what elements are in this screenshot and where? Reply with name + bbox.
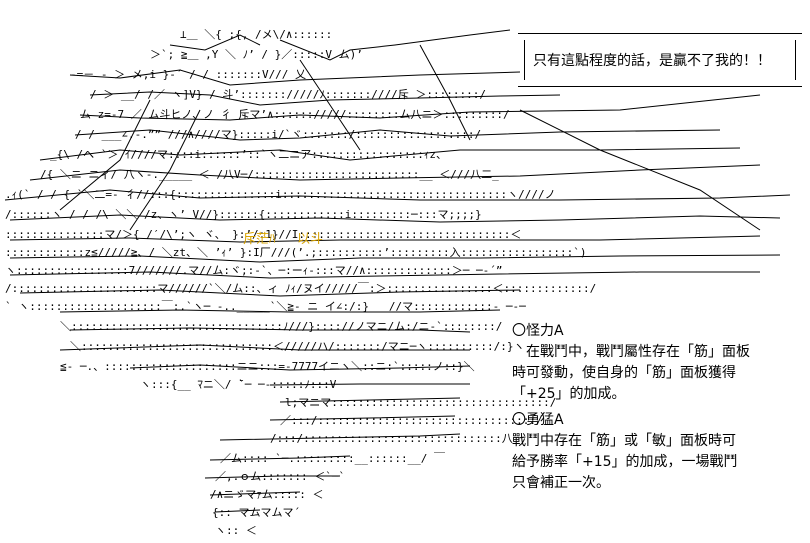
svg-text:/ ＞ __/ /／ ヽ]V} / 斗’:::::::///: / ＞ __/ /／ ヽ]V} / 斗’::::::://///ﾉ:::::::…: [90, 88, 486, 101]
svg-text:l;マニマ:::::::::::::::::::::::::: l;マニマ:::::::::::::::::::::::::::::::::/: [285, 396, 556, 409]
svg-text:ム z=-7 ／ ム斗ヒノ、ノ 彳 斥マ’∧:::::://: ム z=-7 ／ ム斗ヒノ、ノ 彳 斥マ’∧:::::://///:::::::…: [80, 108, 510, 121]
svg-text:.ｨ(` / / { `＼二=- 彳//:::{::::::: .ｨ(` / / { `＼二=- 彳//:::{:::::::::::::::i…: [5, 188, 556, 201]
svg-text:` ヽ::::::::::::::::::::￣:.`ヽ─: ` ヽ::::::::::::::::::::￣:.`ヽ─ -.._____`＼…: [5, 299, 526, 313]
skill-block-strength: 〇怪力A 在戰鬥中，戰鬥屬性存在「筋」面板 時可發動，使自身的「筋」面板獲得 「…: [512, 321, 750, 405]
skill-line: 「+25」的加成。: [512, 386, 626, 402]
svg-text:＼:::::::::::::::::::::::::::::: ＼:::::::::::::::::::::::::::::＜/////ハ/::…: [70, 340, 525, 353]
svg-text:::::::::::::z≦/////≧、/ ＼zt、＼ ’: ::::::::::::z≦/////≧、/ ＼zt、＼ ’ｨ’ }:I厂///…: [5, 246, 586, 259]
stamp-left: 斥茫ﾊ: [243, 232, 276, 247]
svg-text:_{\ /へ `＞ ｲ////マ::::i::::::’::: _{\ /へ `＞ ｲ////マ::::i::::::’::`ヽ二ニア:::::…: [50, 148, 447, 161]
svg-text:/::::::::::::::::::::::マ//////: /::::::::::::::::::::::マ//////`＼/ム::、ィ ﾉ…: [5, 281, 596, 295]
svg-text:／ム:::: `─.:::::::::__::::::__/: ／ム:::: `─.:::::::::__::::::__/ ￣: [220, 451, 445, 465]
svg-text:/:::/:::::::::::::::::::::::::: /:::/::::::::::::::::::::::::::::::八: [270, 432, 513, 445]
svg-text:ヽ:::::::::::::::::7///////.マ//: ヽ:::::::::::::::::7///////.マ//ム:ヾ;:-`、─:…: [5, 264, 502, 277]
skill-title: 〇怪力A: [512, 323, 564, 339]
svg-text:/::::::ヽ / / /\ ＼＼ /z、ヽ’ V//}:: /::::::ヽ / / /\ ＼＼ /z、ヽ’ V//}::::::{::::…: [5, 208, 482, 221]
skill-line: 時可發動，使自身的「筋」面板獲得: [512, 365, 736, 381]
svg-text:/{ ＼ニ ニィ/ 八ヽ-._____ ＜ /八V─/:::: /{ ＼ニ ニィ/ 八ヽ-._____ ＜ /八V─/:::::::::::::…: [40, 168, 499, 181]
speech-text: 只有這點程度的話，是贏不了我的！！: [533, 53, 771, 69]
svg-text:ヽ:: ＜: ヽ:: ＜: [215, 524, 257, 537]
skill-line: 戰鬥中存在「筋」或「敏」面板時可: [512, 433, 736, 449]
skill-block-bravery: 〇勇猛A 戰鬥中存在「筋」或「敏」面板時可 給予勝率「+15」的加成，一場戰鬥 …: [512, 410, 738, 494]
svg-text:／:::/:::::::::::::::::::::::::: ／:::/:::::::::::::::::::::::::::::::::/: [280, 414, 543, 427]
skill-line: 只會補正一次。: [512, 475, 610, 491]
speech-bubble: [518, 33, 802, 87]
svg-text:ヽ:::{__ ﾏニ＼/ ̄`─ ─-:::::ﾉ:::V: ヽ:::{__ ﾏニ＼/ ̄`─ ─-:::::ﾉ:::V: [140, 378, 337, 391]
svg-text:/ / ___∠.-.”” ///∧////マ}:::::i: / / ___∠.-.”” ///∧////マ}:::::i/`ヾ:::::::…: [75, 128, 481, 141]
svg-text:＞`; ≧＿ ,Y ＼ ﾉ’ / }／:::::V ム)’: ＞`; ≧＿ ,Y ＼ ﾉ’ / }／:::::V ム)’: [150, 48, 363, 61]
svg-text:/∧ニゞマｧム::::: ＜: /∧ニゞマｧム::::: ＜: [210, 488, 323, 501]
stamp-right: 以斗: [297, 232, 324, 247]
svg-text:-=－ - ＞ メ,i }-´ / / :::::::V//: -=－ - ＞ メ,i }-´ / / :::::::V/// 乂: [70, 68, 306, 81]
skill-title: 〇勇猛A: [512, 412, 564, 428]
skill-line: 在戰鬥中，戰鬥屬性存在「筋」面板: [512, 344, 750, 360]
skill-line: 給予勝率「+15」的加成，一場戰鬥: [512, 454, 738, 470]
svg-text::::::::::::::::マ/＞{ /′/\’;ヽ ヾ、: :::::::::::::::マ/＞{ /′/\’;ヽ ヾ、 }:’/:1}//…: [5, 228, 535, 241]
svg-text:{:: マムマムマ´: {:: マムマムマ´: [212, 506, 300, 519]
svg-text:⊥＿ ＼{ ;{, /メ\/∧::::::: ⊥＿ ＼{ ;{, /メ\/∧::::::: [180, 28, 332, 41]
svg-text:＼:::::::::::::::::::::::::::::: ＼::::::::::::::::::::::::::::::::ﾉ///}::…: [60, 320, 502, 333]
svg-text:／,.ｏム::::::: ＜`─`: ／,.ｏム::::::: ＜`─`: [215, 470, 345, 483]
svg-text:≦- ─.、::::::::::::::::::::ニニ::: ≦- ─.、::::::::::::::::::::ニニ:::=-7777イニヽ…: [60, 360, 475, 373]
